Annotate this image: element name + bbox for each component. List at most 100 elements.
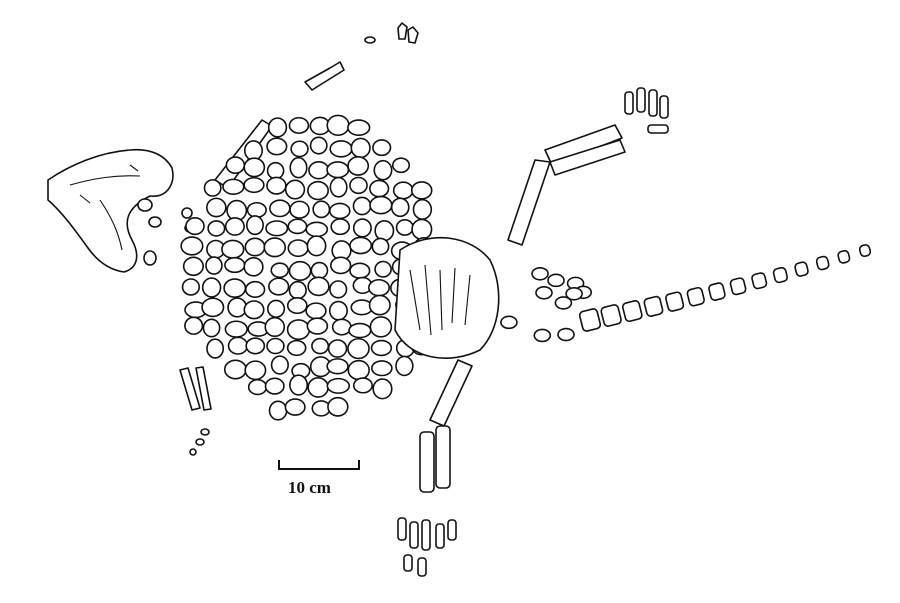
osteoderm [182,256,204,277]
osteoderm [369,195,393,215]
osteoderm [370,360,393,377]
tail-vertebra [729,277,747,296]
osteoderm [221,239,245,259]
scale-bar-label: 10 cm [288,478,331,497]
tail-vertebra [578,308,602,332]
osteoderm [284,398,306,416]
osteoderm [286,339,307,357]
osteoderm [326,114,350,137]
tail-vertebra [837,249,851,264]
tail-vertebra [600,304,622,327]
osteoderm [327,339,348,358]
osteoderm [289,200,310,219]
osteoderm [327,396,349,417]
osteoderm [374,260,392,278]
osteoderm [347,156,370,176]
osteoderm [246,215,264,236]
osteoderm [533,328,552,343]
osteoderm [326,377,351,394]
osteoderm [500,315,518,330]
osteoderm [307,377,329,398]
osteoderm [243,300,265,320]
osteoderm [370,339,393,357]
osteoderm [263,237,287,258]
osteoderm [264,316,286,338]
osteoderm [307,180,329,201]
osteoderm [392,181,414,200]
osteoderm [266,299,286,318]
osteoderm [328,300,348,321]
osteoderm [201,277,222,298]
osteoderm [287,218,308,235]
osteoderm [206,338,225,359]
osteoderm [310,261,329,280]
osteoderm [547,273,565,288]
osteoderm [347,337,370,360]
osteoderm [224,256,246,274]
pelvis-region [394,236,500,359]
osteoderm [557,327,575,342]
osteoderm [371,237,390,256]
osteoderm [348,322,372,339]
osteoderm [266,137,288,156]
tail-vertebra [708,282,726,301]
osteoderm [306,317,329,335]
osteoderm [305,302,327,320]
osteoderm [308,161,330,180]
scale-bar [278,460,360,470]
tail-vertebra [686,286,705,307]
osteoderm [372,139,392,157]
osteoderm [201,297,225,318]
osteoderm [312,200,331,219]
osteoderm [347,359,370,381]
osteoderm [311,337,330,355]
osteoderm [411,218,433,241]
osteoderm [349,262,371,279]
osteoderm [352,377,374,394]
osteoderm [227,336,249,355]
osteoderm [352,218,372,238]
osteoderm [368,294,391,316]
scattered-bones-left [137,198,212,456]
osteoderm [331,318,352,336]
osteoderm [206,197,227,218]
osteoderm [286,319,311,341]
osteoderm [284,179,306,200]
osteoderm [270,262,290,279]
tail-vertebra [643,295,664,317]
tail-vertebra [772,266,789,284]
osteoderm [266,176,287,195]
osteoderm [374,220,395,242]
osteoderm [180,236,204,256]
tail-vertebra [794,261,809,277]
tail-vertebra [858,244,872,258]
osteoderm [350,137,371,159]
osteoderm [289,156,308,179]
osteoderm [243,176,265,194]
osteoderm [372,378,393,400]
osteoderm [266,337,285,355]
tail-vertebra [665,291,685,312]
osteoderm [373,159,393,181]
osteoderm [243,140,263,162]
osteoderm [265,220,289,237]
osteoderm [368,278,390,297]
osteoderm [329,202,351,220]
osteoderm [347,119,371,137]
osteoderm [307,276,330,297]
tail-vertebra [751,272,768,290]
osteoderm [243,257,264,277]
forelimb-upper-right [507,87,669,246]
osteoderm [535,285,553,300]
osteoderm [244,360,267,381]
osteoderm [290,140,309,158]
osteoderm [390,197,410,218]
osteoderm [245,337,266,355]
osteoderm [565,286,583,301]
osteoderm [410,181,433,200]
osteoderm [184,316,204,335]
osteoderm [395,355,414,377]
osteoderm [181,278,201,296]
